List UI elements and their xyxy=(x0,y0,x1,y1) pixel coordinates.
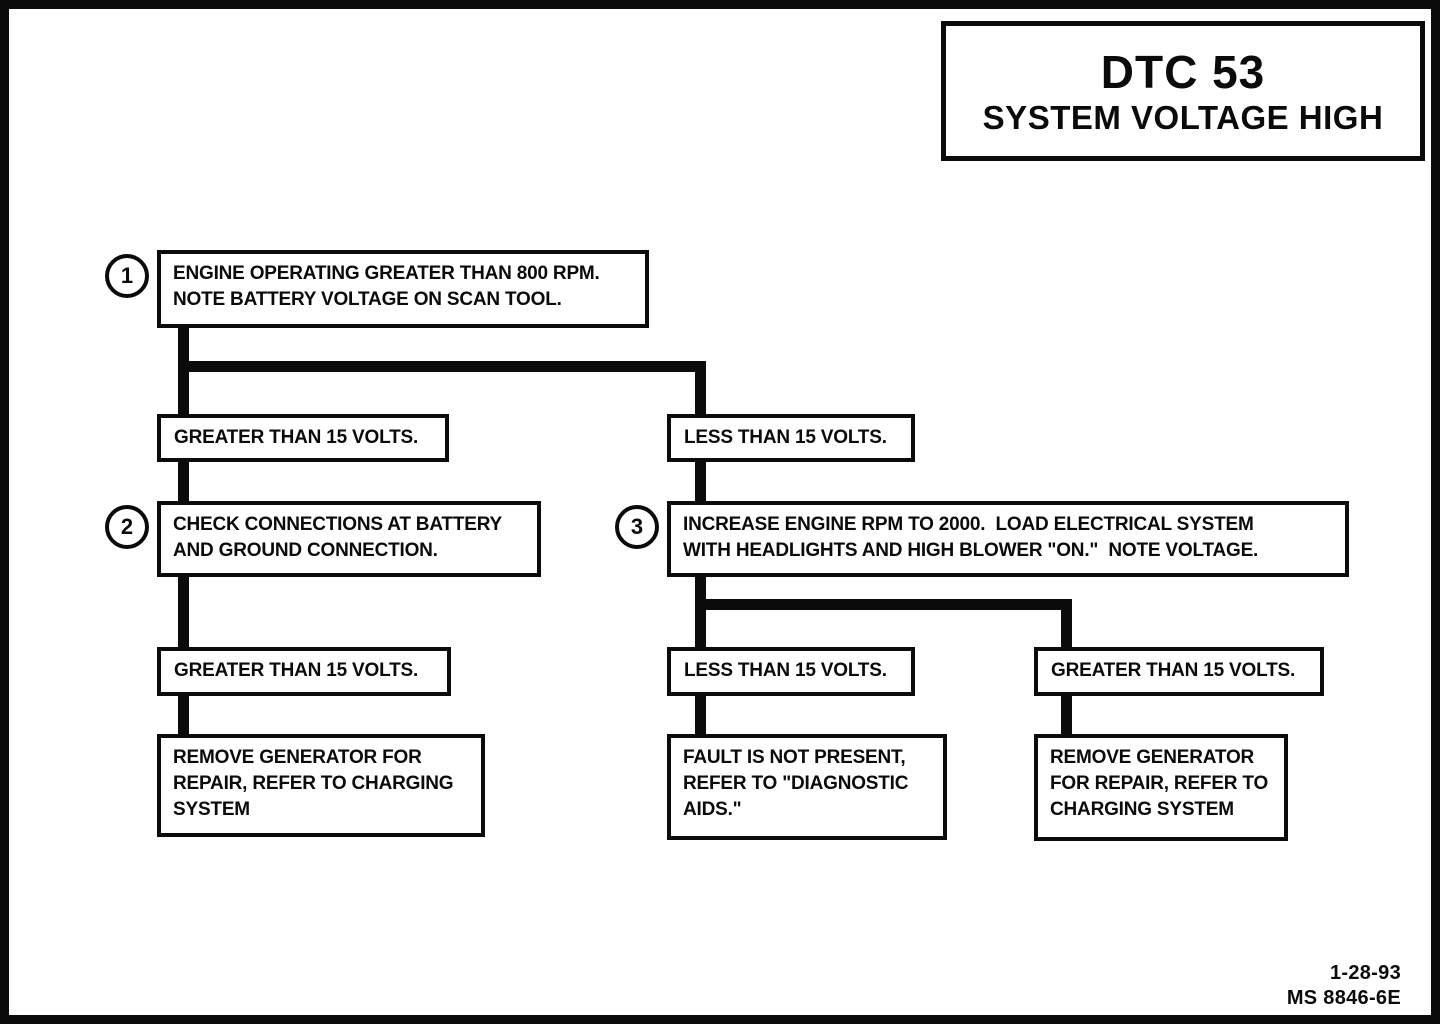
connector-greater1-to-step2 xyxy=(178,458,189,506)
branch-greater-15v-box-1: GREATER THAN 15 VOLTS. xyxy=(157,414,449,462)
branch-greater-15v-box-2: GREATER THAN 15 VOLTS. xyxy=(157,647,451,696)
step3-box: INCREASE ENGINE RPM TO 2000. LOAD ELECTR… xyxy=(667,501,1349,577)
branch-less-15v-box-2: LESS THAN 15 VOLTS. xyxy=(667,647,915,696)
branch-less-15v-box-1: LESS THAN 15 VOLTS. xyxy=(667,414,915,462)
connector-step2-down xyxy=(178,573,189,652)
step2-box: CHECK CONNECTIONS AT BATTERY AND GROUND … xyxy=(157,501,541,577)
step1-box: ENGINE OPERATING GREATER THAN 800 RPM. N… xyxy=(157,250,649,328)
title-box: DTC 53 SYSTEM VOLTAGE HIGH xyxy=(941,21,1425,161)
dtc-code: DTC 53 xyxy=(1100,45,1266,98)
footer-doc-number: MS 8846-6E xyxy=(1286,987,1401,1009)
connector-less1-to-step3 xyxy=(695,458,706,506)
result-remove-generator-right-box: REMOVE GENERATOR FOR REPAIR, REFER TO CH… xyxy=(1034,734,1288,841)
dtc-name: SYSTEM VOLTAGE HIGH xyxy=(982,98,1384,136)
connector-branch2-right-down xyxy=(1061,599,1072,652)
connector-greater2-to-result xyxy=(178,692,189,739)
result-remove-generator-left-box: REMOVE GENERATOR FOR REPAIR, REFER TO CH… xyxy=(157,734,485,837)
connector-branch1-right-down xyxy=(695,361,706,419)
branch-greater-15v-box-3: GREATER THAN 15 VOLTS. xyxy=(1034,647,1324,696)
footer-date: 1-28-93 xyxy=(1329,962,1401,984)
step2-number: 2 xyxy=(120,514,134,539)
footer-doc-info: 1-28-93 MS 8846-6E xyxy=(1181,961,1401,1011)
step2-number-badge: 2 xyxy=(105,505,149,549)
result-fault-not-present-box: FAULT IS NOT PRESENT, REFER TO "DIAGNOST… xyxy=(667,734,947,840)
step3-number: 3 xyxy=(630,514,644,539)
connector-less2-to-result xyxy=(695,692,706,739)
connector-greater3-to-result xyxy=(1061,692,1072,739)
connector-step3-down xyxy=(695,573,706,652)
step1-number: 1 xyxy=(120,263,134,288)
connector-branch2-horizontal xyxy=(695,599,1072,610)
step1-number-badge: 1 xyxy=(105,254,149,298)
step3-number-badge: 3 xyxy=(615,505,659,549)
connector-branch1-horizontal xyxy=(178,361,706,372)
